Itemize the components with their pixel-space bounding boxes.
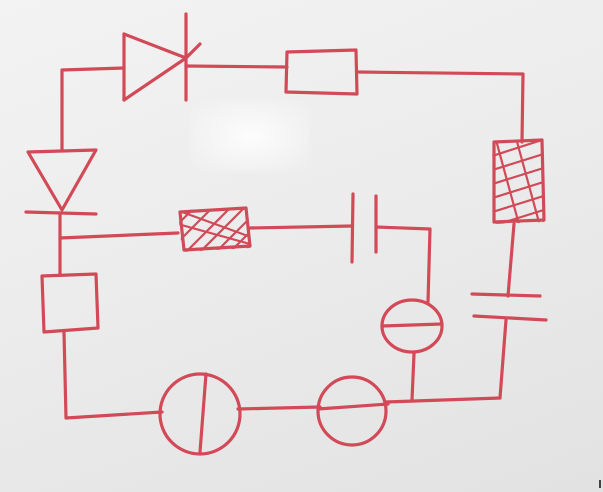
meter-small [380,298,444,354]
meter-medium [316,375,390,447]
resistor-left [40,272,100,334]
resistor-top [284,48,359,96]
board-edge-mark [599,480,601,488]
circuit-wires [58,64,525,420]
diode-symbol [24,148,98,216]
thyristor-symbol [122,12,202,102]
whiteboard-glare [190,100,310,172]
meter-large [158,372,242,456]
capacitor-middle [350,192,378,264]
capacitor-right [470,292,548,322]
inductor-right [492,138,546,224]
